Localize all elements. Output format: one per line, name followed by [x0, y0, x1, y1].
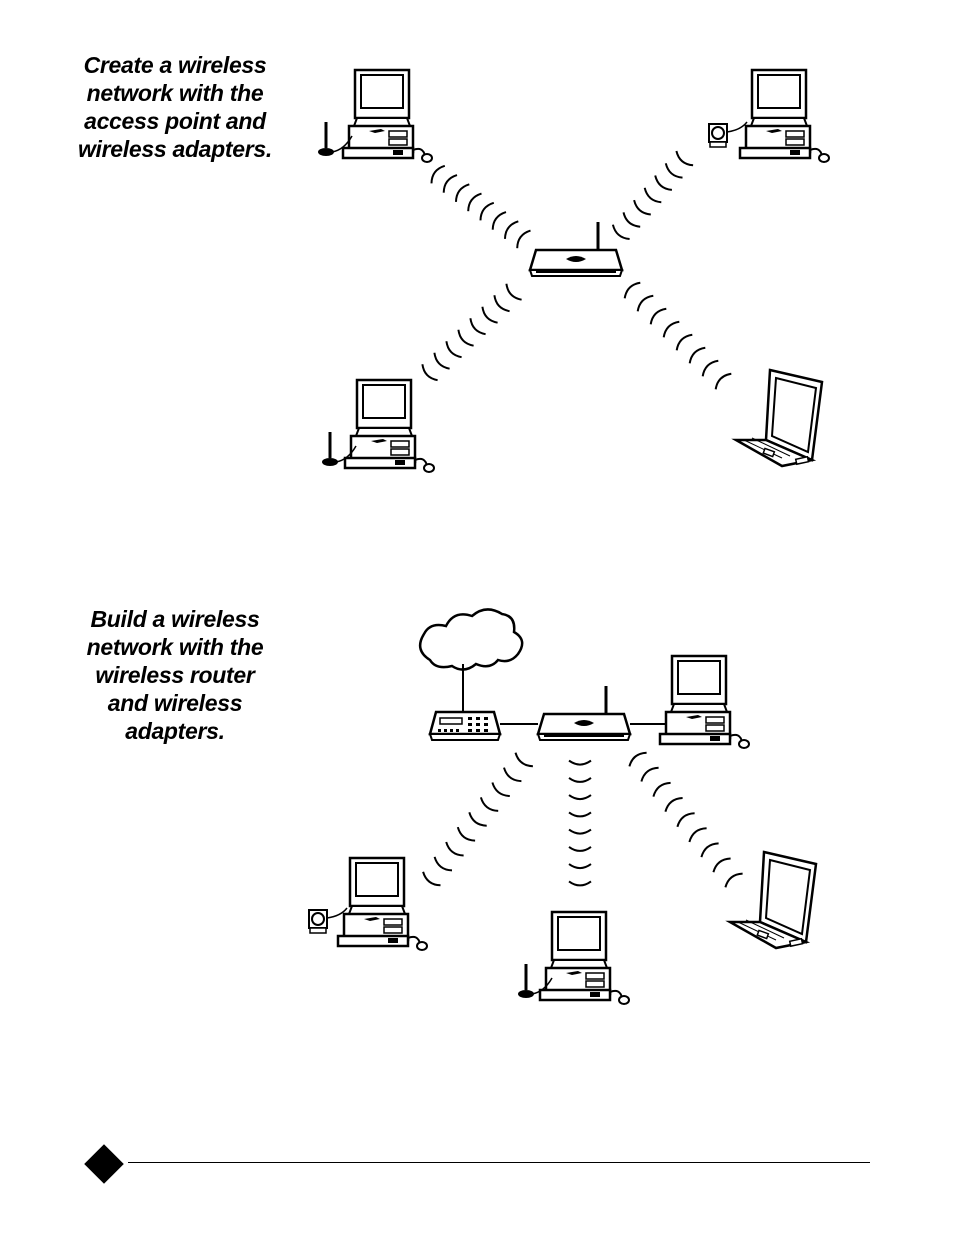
diagram-router-network [308, 608, 818, 1006]
signal-wave-arc [633, 199, 651, 216]
signal-wave-arc [568, 863, 592, 870]
signal-wave-arc [636, 294, 654, 312]
caption-line: adapters. [125, 718, 225, 744]
caption-line: Create a wireless [83, 52, 267, 78]
signal-wave-arc [628, 751, 647, 767]
caption-line: network with the [86, 80, 264, 106]
signal-wave-arc [724, 872, 743, 888]
signal-wave-arc [504, 220, 519, 239]
desktop-pc-icon [658, 654, 751, 750]
laptop-icon [734, 368, 824, 468]
signal-wave-arc [503, 767, 522, 783]
signal-wave-arc [662, 320, 680, 338]
signal-wave-arc [623, 281, 641, 299]
signal-wave-arc [491, 782, 510, 797]
signal-wave-arc [445, 341, 462, 359]
signal-wave-arc [622, 212, 641, 228]
signal-wave-arc [445, 841, 464, 857]
caption-line: wireless adapters. [77, 136, 273, 162]
signal-wave-arc [712, 857, 731, 873]
signal-wave-arc [568, 794, 592, 801]
signal-wave-arc [654, 175, 673, 191]
signal-wave-arc [422, 871, 441, 887]
signal-wave-arc [467, 192, 482, 212]
signal-wave-arc [516, 229, 531, 249]
wireless-router-icon [536, 684, 632, 742]
signal-wave-arc [664, 797, 683, 812]
signal-wave-arc [479, 797, 499, 812]
signal-wave-arc [688, 827, 707, 843]
signal-wave-arc [455, 183, 470, 202]
signal-wave-arc [643, 187, 662, 204]
signal-wave-arc [664, 163, 683, 179]
desktop-pc-icon [516, 910, 631, 1006]
desktop-pc-icon [708, 68, 831, 164]
signal-wave-arc [640, 766, 659, 782]
caption-access-point-network: Create a wireless network with the acces… [70, 51, 280, 163]
signal-wave-arc [469, 318, 486, 336]
desktop-pc-icon [320, 378, 436, 474]
signal-wave-arc [568, 777, 592, 783]
signal-wave-arc [505, 283, 522, 301]
signal-wave-arc [568, 759, 592, 766]
desktop-pc-icon [308, 856, 429, 952]
signal-wave-arc [675, 150, 694, 167]
internet-cloud-icon [418, 608, 524, 671]
signal-wave-arc [649, 307, 667, 325]
signal-wave-arc [481, 306, 498, 324]
footer-rule [128, 1162, 870, 1163]
signal-wave-arc [701, 359, 719, 377]
signal-wave-arc [700, 842, 719, 858]
diagram-access-point-network [316, 68, 831, 474]
signal-wave-arc [652, 781, 671, 797]
signal-wave-arc [714, 372, 732, 390]
wireless-signal-waves [421, 150, 732, 390]
caption-router-network: Build a wireless network with the wirele… [70, 605, 280, 745]
signal-wave-arc [430, 164, 446, 184]
signal-wave-arc [514, 752, 533, 768]
signal-wave-arc [568, 811, 592, 818]
laptop-icon [728, 850, 818, 950]
caption-line: Build a wireless [90, 606, 260, 632]
signal-wave-arc [442, 174, 458, 193]
signal-wave-arc [421, 364, 438, 382]
wireless-signal-waves [422, 751, 743, 888]
signal-wave-arc [491, 211, 507, 230]
signal-wave-arc [676, 812, 695, 828]
signal-wave-arc [611, 224, 630, 240]
caption-line: wireless router [95, 662, 255, 688]
caption-line: and wireless [107, 690, 243, 716]
modem-icon [428, 710, 502, 741]
access-point-icon [528, 220, 624, 278]
signal-wave-arc [568, 828, 592, 835]
signal-wave-arc [456, 826, 476, 842]
signal-wave-arc [675, 333, 693, 351]
caption-line: access point and [84, 108, 266, 134]
signal-wave-arc [433, 352, 450, 370]
signal-wave-arc [493, 295, 510, 313]
signal-wave-arc [457, 329, 474, 347]
signal-wave-arc [568, 880, 592, 887]
caption-line: network with the [86, 634, 264, 660]
signal-wave-arc [568, 846, 592, 852]
signal-wave-arc [479, 201, 495, 221]
desktop-pc-icon [316, 68, 434, 164]
signal-wave-arc [433, 856, 453, 872]
signal-wave-arc [688, 346, 706, 364]
signal-wave-arc [468, 811, 487, 827]
